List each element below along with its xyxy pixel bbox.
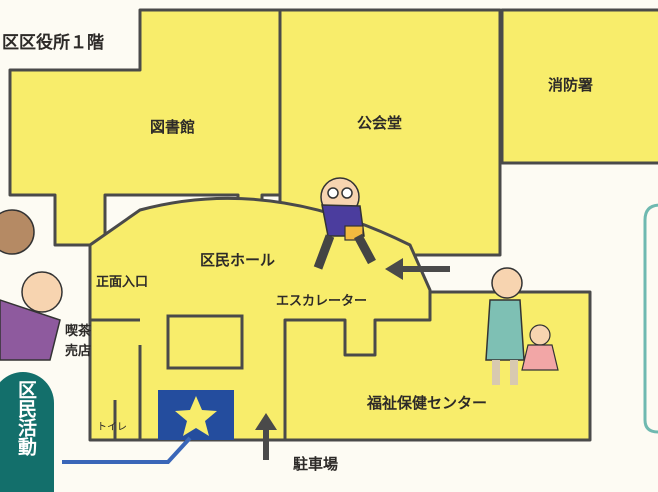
welfare-center-label: 福祉保健センター xyxy=(367,394,488,412)
library-label: 図書館 xyxy=(150,118,196,136)
toilet-label: トイレ xyxy=(97,422,127,433)
floor-plan-svg xyxy=(0,8,658,464)
citizen-hall-label: 区民ホール xyxy=(200,251,276,269)
library-room xyxy=(8,8,282,247)
public-hall-label: 公会堂 xyxy=(357,114,403,132)
citizen-activity-badge-text: 区民活動 xyxy=(15,380,37,456)
side-panel-edge xyxy=(643,203,658,434)
main-entrance-label: 正面入口 xyxy=(96,275,149,290)
floor-map: 区区役所１階 図書館 公会堂 消防署 区民ホール 正面入口 エスカレーター 喫茶… xyxy=(0,8,658,492)
people-left-figure xyxy=(0,209,63,361)
man-figure xyxy=(313,177,376,270)
arrow-left-icon xyxy=(385,258,450,280)
route-line xyxy=(62,436,192,464)
arrow-up-icon xyxy=(255,413,277,460)
escalator-label: エスカレーター xyxy=(276,294,368,309)
citizen-activity-badge xyxy=(0,372,54,492)
star-icon xyxy=(175,396,217,436)
mother-child-figure xyxy=(485,267,559,385)
fire-station-label: 消防署 xyxy=(548,76,594,94)
parking-label: 駐車場 xyxy=(293,455,339,473)
cafe-shop-label: 喫茶 売店 xyxy=(65,324,92,359)
fire-station-room xyxy=(500,8,658,165)
floor-title: 区区役所１階 xyxy=(2,33,104,53)
inner-block xyxy=(166,314,244,370)
